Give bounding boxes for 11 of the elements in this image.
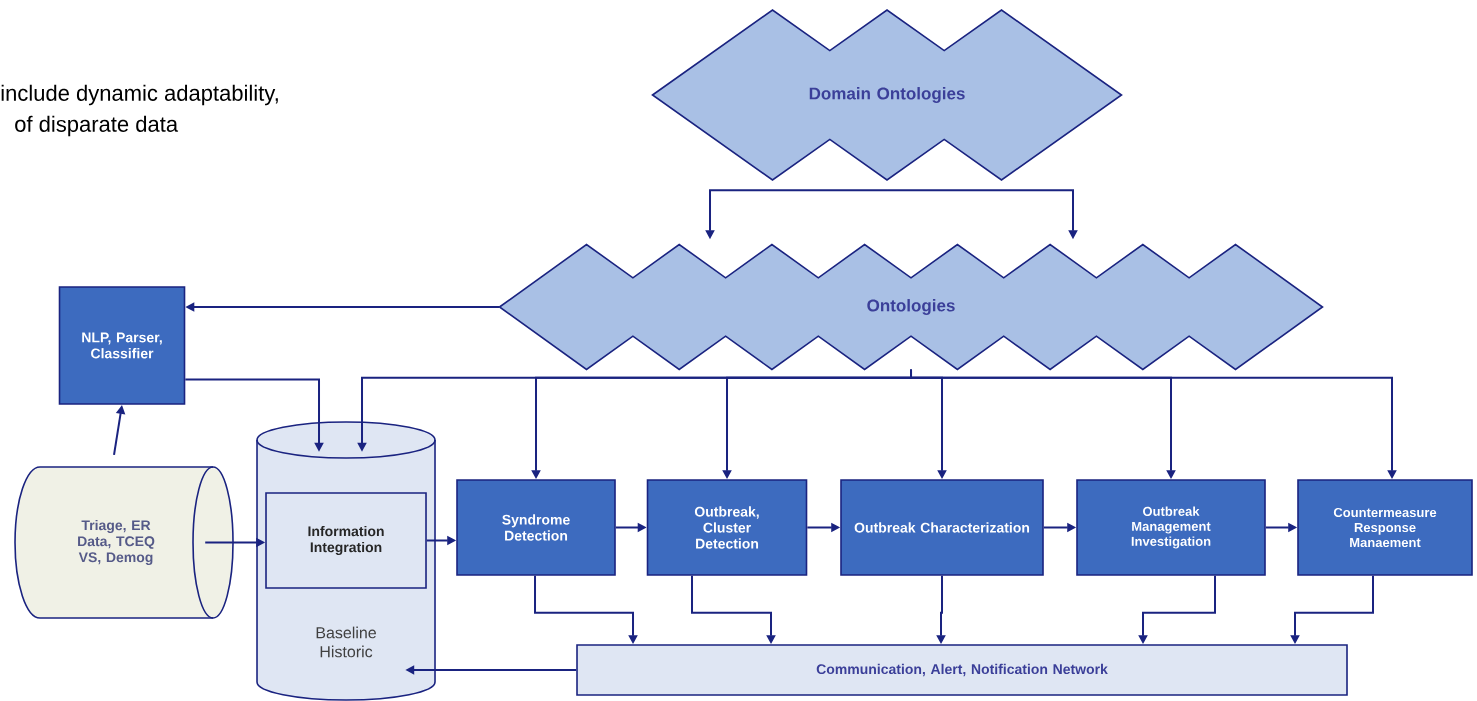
process-box: Syndrome Detection	[456, 479, 616, 576]
body-text: of disparate data	[15, 115, 179, 137]
body-text: include dynamic adaptability,	[1, 84, 278, 106]
process-box: Information Integration	[265, 492, 427, 589]
process-box: Outbreak Characterization	[840, 479, 1044, 576]
process-box: NLP, Parser, Classifier	[58, 286, 186, 405]
process-box: Outbreak, Cluster Detection	[646, 479, 808, 576]
network-bar: Communication, Alert, Notification Network	[576, 644, 1348, 696]
data-source-cylinder: Triage, ER Data, TCEQ VS, Demog	[14, 466, 234, 619]
process-box: Outbreak Management Investigation	[1076, 479, 1266, 576]
process-box: Countermeasure Response Manaement	[1297, 479, 1473, 576]
